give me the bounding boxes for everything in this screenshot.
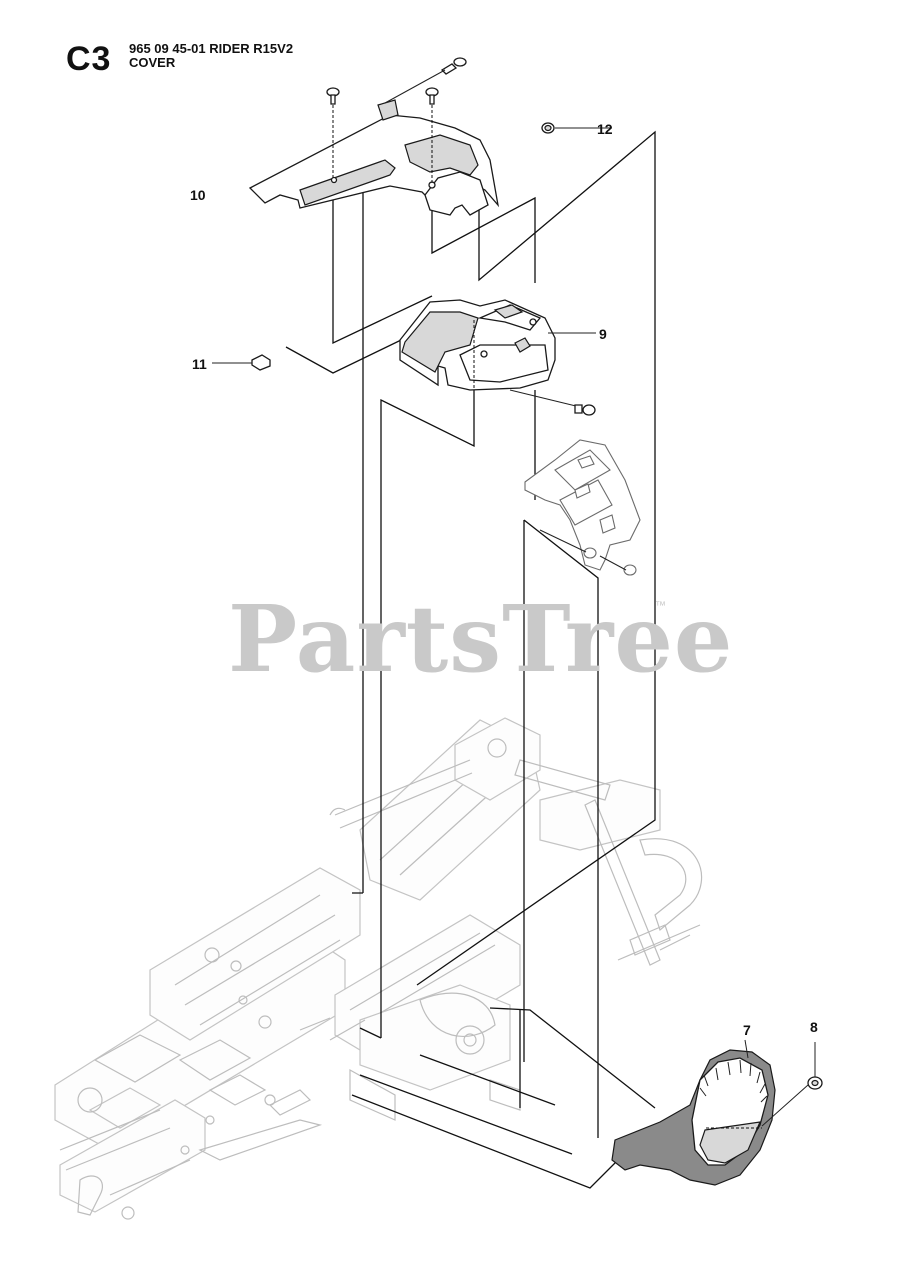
screw-icon[interactable] bbox=[326, 87, 340, 105]
chassis-frame bbox=[54, 717, 703, 1220]
bolt-icon[interactable] bbox=[509, 389, 596, 416]
part-10-upper-cover[interactable] bbox=[248, 99, 500, 216]
part-7-belt-guard[interactable] bbox=[611, 1039, 776, 1186]
watermark-text: PartsTree bbox=[228, 585, 734, 693]
callout-11[interactable]: 11 bbox=[192, 356, 207, 372]
bracket-part[interactable] bbox=[524, 439, 641, 576]
part-11-clip[interactable] bbox=[212, 354, 271, 371]
callout-9[interactable]: 9 bbox=[599, 326, 607, 342]
explosion-lines bbox=[285, 130, 656, 1189]
screw-icon[interactable] bbox=[425, 87, 439, 105]
section-title: COVER bbox=[129, 55, 176, 70]
part-9-housing[interactable] bbox=[399, 299, 596, 391]
section-code: C3 bbox=[66, 40, 112, 78]
callout-10[interactable]: 10 bbox=[190, 187, 206, 203]
part-12-nut[interactable] bbox=[541, 122, 612, 134]
part-8-nut[interactable] bbox=[761, 1042, 823, 1127]
callout-12[interactable]: 12 bbox=[597, 121, 613, 137]
callout-8[interactable]: 8 bbox=[810, 1019, 818, 1035]
callout-7[interactable]: 7 bbox=[743, 1022, 751, 1038]
screw-icon[interactable] bbox=[384, 57, 467, 104]
model-title: 965 09 45-01 RIDER R15V2 bbox=[129, 41, 294, 56]
trademark-symbol: ™ bbox=[655, 600, 666, 612]
